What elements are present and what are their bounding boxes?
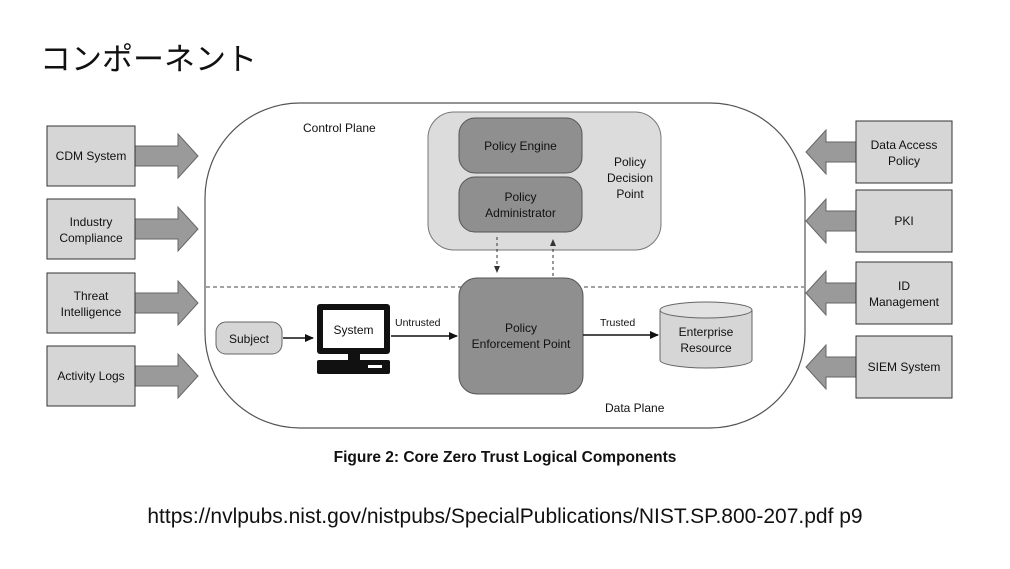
left-input-label-line2: Intelligence bbox=[61, 305, 122, 319]
left-input-0: CDM System bbox=[46, 125, 199, 187]
trusted-label: Trusted bbox=[600, 317, 635, 329]
subject-box bbox=[215, 321, 283, 355]
pep-label-line1: Policy bbox=[505, 321, 537, 335]
left-arrow-icon bbox=[805, 343, 861, 391]
left-input-label-line2: Compliance bbox=[59, 231, 123, 245]
left-input-box bbox=[46, 272, 136, 334]
right-input-label-line1: PKI bbox=[894, 214, 913, 228]
resource-label-line1: Enterprise bbox=[679, 325, 734, 339]
left-input-3: Activity Logs bbox=[46, 345, 199, 407]
source-url: https://nvlpubs.nist.gov/nistpubs/Specia… bbox=[147, 505, 863, 528]
left-arrow-icon bbox=[805, 269, 861, 317]
left-input-box bbox=[46, 198, 136, 260]
right-input-label-line2: Policy bbox=[888, 154, 920, 168]
right-arrow-icon bbox=[131, 132, 199, 180]
figure-caption: Figure 2: Core Zero Trust Logical Compon… bbox=[333, 449, 677, 466]
right-input-1: PKI bbox=[805, 189, 953, 253]
left-input-box bbox=[46, 345, 136, 407]
left-input-label-line1: Industry bbox=[70, 215, 113, 229]
left-input-label-line1: CDM System bbox=[56, 149, 127, 163]
policy-administrator-line2: Administrator bbox=[485, 206, 556, 220]
system-label: System bbox=[333, 323, 373, 337]
right-input-box bbox=[855, 335, 953, 399]
slide-title: コンポーネント bbox=[40, 42, 257, 78]
right-input-box bbox=[855, 120, 953, 184]
control-plane-label: Control Plane bbox=[303, 121, 376, 135]
computer-icon bbox=[317, 304, 390, 374]
right-input-box bbox=[855, 261, 953, 325]
right-input-label-line1: ID bbox=[898, 279, 910, 293]
left-arrow-icon bbox=[805, 197, 861, 245]
right-input-label-line2: Management bbox=[869, 295, 940, 309]
right-input-3: SIEM System bbox=[805, 335, 953, 399]
left-input-box bbox=[46, 125, 136, 187]
left-arrow-icon bbox=[805, 128, 861, 176]
right-input-label-line1: Data Access bbox=[871, 138, 938, 152]
pdp-label-line1: Policy bbox=[614, 155, 646, 169]
left-input-sources: CDM SystemIndustryComplianceThreatIntell… bbox=[46, 125, 199, 407]
policy-engine-label: Policy Engine bbox=[484, 139, 557, 153]
pdp-label-line3: Point bbox=[616, 187, 644, 201]
resource-label-line2: Resource bbox=[680, 341, 732, 355]
database-icon bbox=[659, 301, 753, 369]
untrusted-label: Untrusted bbox=[395, 317, 441, 329]
subject-label: Subject bbox=[229, 332, 270, 346]
pep-label-line2: Enforcement Point bbox=[472, 337, 571, 351]
pdp-label-line2: Decision bbox=[607, 171, 653, 185]
right-input-2: ID Management bbox=[805, 261, 953, 325]
data-plane-label: Data Plane bbox=[605, 401, 665, 415]
right-input-box bbox=[855, 189, 953, 253]
right-arrow-icon bbox=[131, 205, 199, 253]
right-input-label-line1: SIEM System bbox=[868, 360, 941, 374]
left-input-label-line1: Activity Logs bbox=[57, 369, 124, 383]
right-arrow-icon bbox=[131, 279, 199, 327]
policy-administrator-line1: Policy bbox=[504, 190, 536, 204]
policy-administrator-box bbox=[458, 176, 583, 233]
left-input-label-line1: Threat bbox=[74, 289, 109, 303]
right-arrow-icon bbox=[131, 352, 199, 400]
policy-engine-box bbox=[458, 117, 583, 174]
policy-enforcement-point bbox=[458, 277, 584, 395]
